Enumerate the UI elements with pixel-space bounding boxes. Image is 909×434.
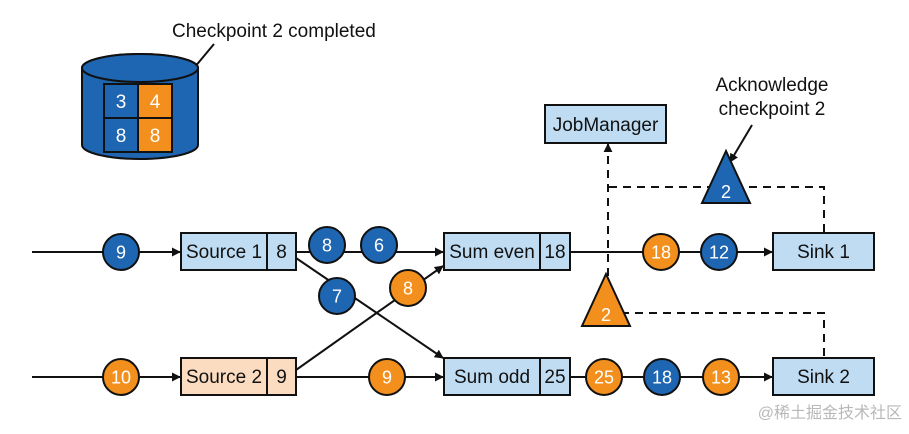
source2-label: Source 2 [186, 367, 262, 388]
sum-odd-label: Sum odd [454, 367, 530, 388]
record-value: 10 [111, 368, 131, 388]
source1-node[interactable] [180, 232, 297, 271]
record-circle [700, 233, 738, 271]
record-value: 18 [652, 368, 672, 388]
stream-records: 9 8 6 7 8 18 12 10 9 25 18 13 [102, 226, 740, 396]
record-value: 13 [711, 368, 731, 388]
state-storage: 3 4 8 8 [81, 53, 199, 160]
sum-odd-node[interactable] [443, 357, 571, 396]
source2-node[interactable] [180, 357, 297, 396]
record-circle [389, 269, 427, 307]
ack-edges [603, 143, 825, 356]
edge-source1-sumodd [295, 257, 444, 359]
record-circle [585, 358, 623, 396]
sink2-label: Sink 2 [797, 367, 850, 388]
record-value: 9 [116, 243, 126, 263]
record-circle [702, 358, 740, 396]
record-value: 9 [382, 368, 392, 388]
barrier-id: 2 [721, 182, 731, 202]
checkpoint-completed-label: Checkpoint 2 completed [172, 21, 376, 42]
source1-label: Source 1 [186, 242, 262, 263]
record-value: 18 [651, 243, 671, 263]
watermark: @稀土掘金技术社区 [758, 404, 902, 422]
nodes: JobManager Source 1 8 Source 2 9 Sum eve… [180, 104, 875, 396]
record-value: 8 [322, 236, 332, 256]
storage-cell-value: 8 [116, 126, 127, 147]
storage-cells: 3 4 8 8 [103, 83, 173, 153]
record-circle [102, 358, 140, 396]
sum-even-label: Sum even [449, 242, 535, 263]
ack-edge-sink1 [608, 186, 825, 232]
sink1-label: Sink 1 [797, 242, 850, 263]
barrier-triangle [700, 148, 752, 204]
sum-even-state: 18 [544, 242, 565, 263]
storage-cell [137, 83, 173, 119]
checkpoint-barriers: 22 [580, 148, 752, 327]
ack-edge-sink2 [608, 312, 825, 356]
record-value: 8 [403, 279, 413, 299]
record-circle [360, 226, 398, 264]
storage-cell [137, 117, 173, 153]
sink1-node[interactable] [772, 232, 875, 271]
record-circle [308, 226, 346, 264]
edge-annotation-barrier [729, 124, 753, 163]
sink2-node[interactable] [772, 357, 875, 396]
record-value: 7 [332, 287, 342, 307]
source1-state: 8 [276, 242, 287, 263]
acknowledge-label-line1: Acknowledge [715, 75, 828, 96]
database-top [81, 53, 199, 83]
jobmanager-label: JobManager [553, 115, 659, 136]
jobmanager-node[interactable] [544, 104, 667, 144]
storage-cell-value: 4 [150, 92, 161, 113]
storage-cell-value: 8 [150, 126, 161, 147]
record-circle [102, 233, 140, 271]
record-value: 6 [374, 236, 384, 256]
source2-state: 9 [276, 367, 287, 388]
storage-cell [103, 117, 139, 153]
record-circle [643, 358, 681, 396]
storage-cell-value: 3 [116, 92, 127, 113]
barrier-id: 2 [601, 305, 611, 325]
sum-even-node[interactable] [443, 232, 571, 271]
sum-odd-state: 25 [544, 367, 565, 388]
record-circle [642, 233, 680, 271]
record-circle [368, 358, 406, 396]
acknowledge-label-line2: checkpoint 2 [719, 99, 826, 120]
record-value: 25 [594, 368, 614, 388]
record-value: 12 [709, 243, 729, 263]
record-circle [318, 277, 356, 315]
storage-cell [103, 83, 139, 119]
barrier-triangle [580, 271, 632, 327]
